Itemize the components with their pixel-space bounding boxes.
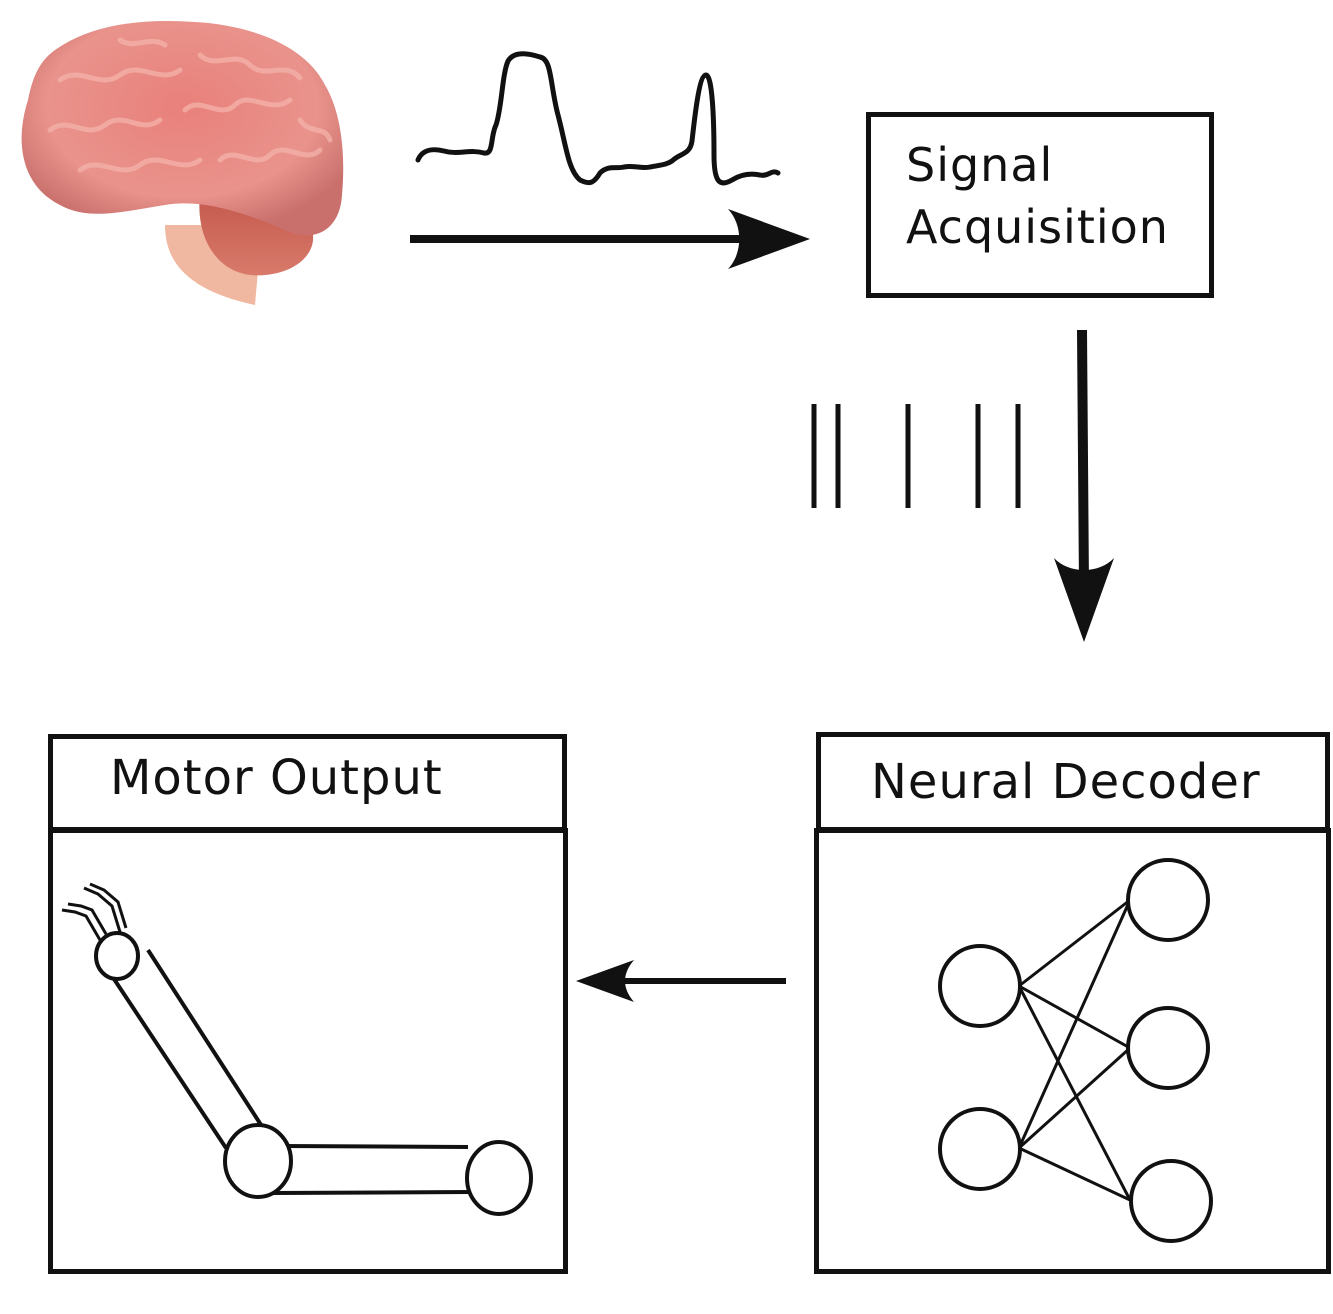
neural-decoder-panel — [814, 828, 1331, 1274]
signal-acquisition-box — [866, 112, 1214, 298]
arrow-to-signal-acquisition — [410, 209, 810, 269]
signal-acquisition-label: Signal Acquisition — [906, 134, 1169, 258]
neural-signal-waveform — [415, 51, 781, 186]
brain-icon — [21, 20, 344, 305]
motor-output-label: Motor Output — [110, 750, 443, 806]
robotic-arm-icon — [61, 882, 533, 1216]
neural-decoder-label: Neural Decoder — [871, 754, 1261, 810]
signal-acquisition-line2: Acquisition — [906, 200, 1169, 254]
arrow-to-neural-decoder — [1054, 329, 1114, 642]
signal-acquisition-line1: Signal — [906, 138, 1054, 192]
arrow-to-motor-output — [576, 960, 786, 1002]
motor-output-header — [48, 734, 567, 832]
spike-raster — [811, 404, 1021, 508]
neural-network-icon — [938, 858, 1213, 1243]
